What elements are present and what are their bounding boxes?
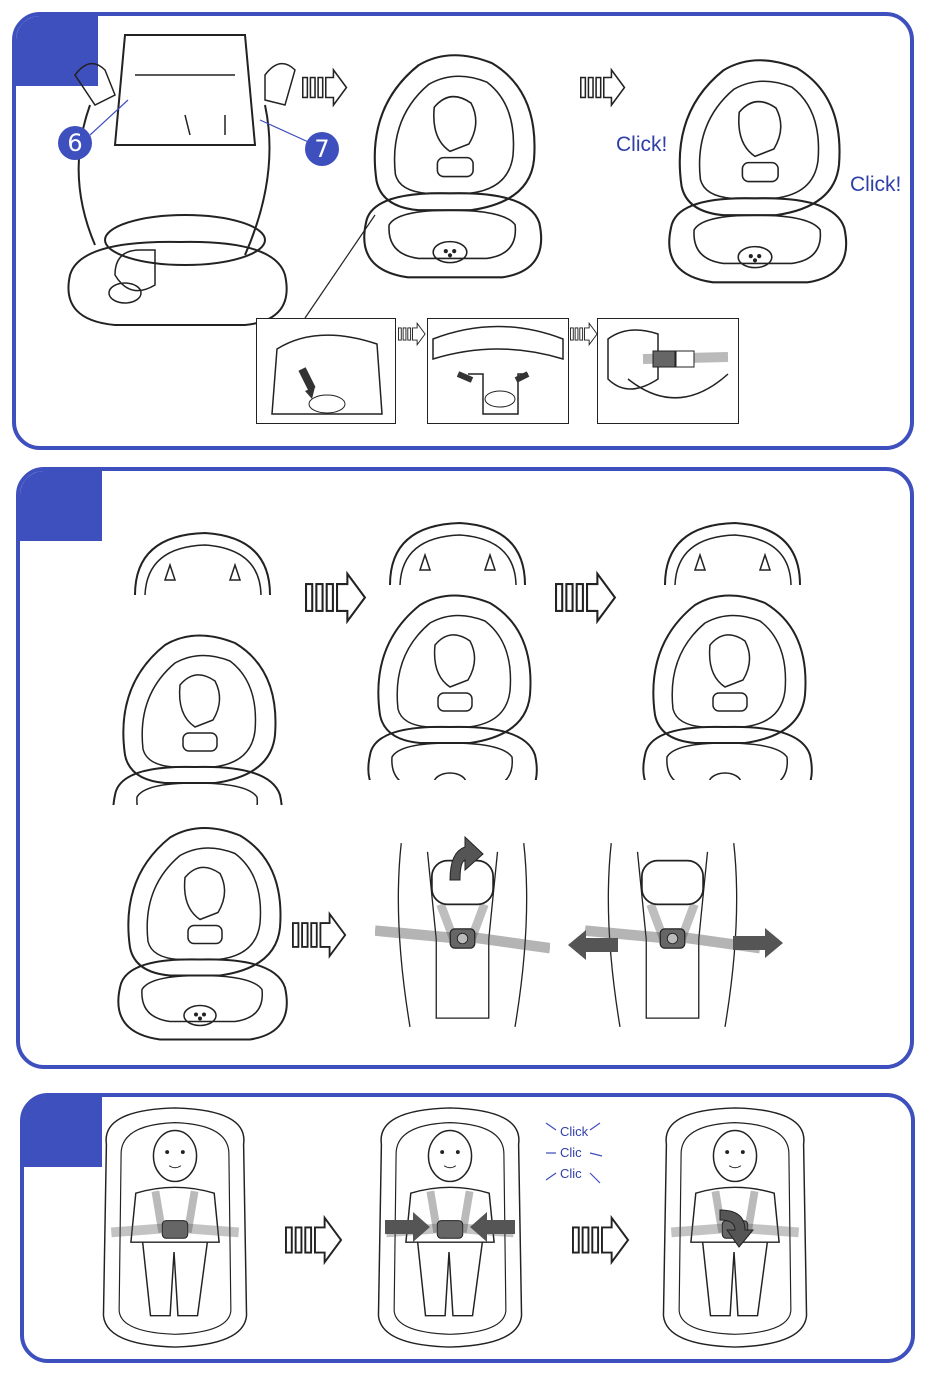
arrow-step-2 [580,65,626,110]
swing-frame-illustration [55,25,315,335]
inset-arrow-1 [398,322,426,346]
inset-step-c [597,318,739,424]
baby-seated-illustration [90,1105,260,1350]
click-sound-lines [538,1118,608,1193]
seat-removed-illustration [100,815,300,1050]
section-2-step-tab [20,471,102,541]
arrow-step-1 [302,65,348,110]
arrow-step-6 [285,1210,343,1270]
release-left-arrow [568,930,618,960]
buckle-press-arrows [385,1212,515,1242]
buckle-cover-arrow [715,1205,760,1250]
arrow-step-7 [572,1210,630,1270]
callout-6: 6 [58,126,92,160]
swing-seat-locked-illustration [650,30,860,310]
click-label-left: Click! [616,133,667,157]
click-label-right: Click! [850,173,901,197]
inset-step-b [427,318,569,424]
arrow-step-5 [292,905,347,965]
inset-arrow-2 [570,322,598,346]
unbuckle-up-arrow [445,832,485,882]
inset-step-a [256,318,396,424]
canopy-open-illustration [625,480,825,780]
callout-leader-lines [90,95,320,155]
inset-leader-line [300,210,380,320]
canopy-attach-illustration [95,475,295,805]
arrow-step-4 [555,565,617,630]
release-right-arrow [733,928,783,958]
canopy-toy-bar-illustration [350,480,550,780]
